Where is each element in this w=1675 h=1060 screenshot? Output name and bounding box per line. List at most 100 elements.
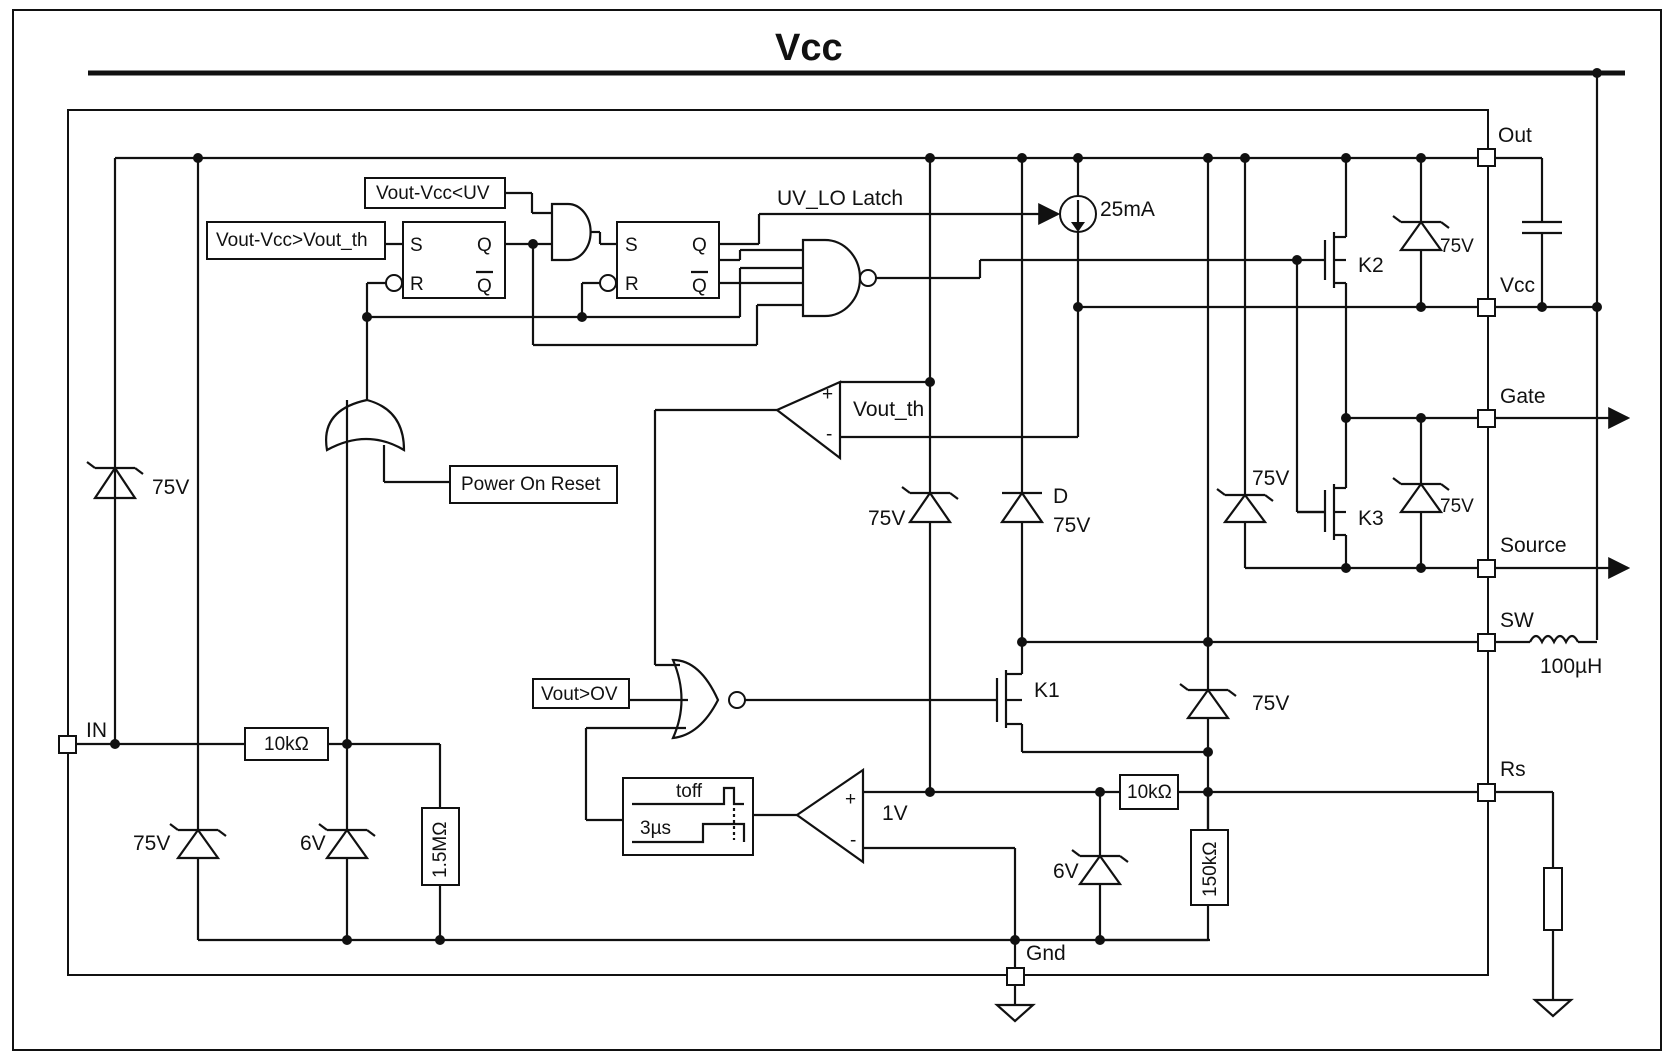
latch1-s: S: [410, 235, 423, 256]
zener-out: [1216, 488, 1274, 524]
zener-6v-a: [318, 823, 376, 860]
vcc-title: Vcc: [775, 27, 843, 69]
latch2-r-bubble: [599, 274, 617, 292]
vcc-pin-label: Vcc: [1500, 274, 1535, 297]
r-rs: [1119, 774, 1179, 810]
r-rs-label: 10kΩ: [1127, 782, 1172, 803]
uv-cond-box: [364, 177, 506, 209]
nor-bubble: [728, 691, 746, 709]
gnd-pin-label: Gnd: [1026, 942, 1066, 965]
zener-out-label: 75V: [1252, 467, 1289, 490]
gate-pin-label: Gate: [1500, 385, 1546, 408]
zener-k3: [1392, 477, 1450, 514]
comp-1v-minus: -: [850, 830, 856, 851]
k2-label: K2: [1358, 254, 1384, 277]
outer-frame: [12, 9, 1662, 1051]
diode-d: [999, 491, 1045, 524]
por-label: Power On Reset: [461, 474, 601, 495]
k1-label: K1: [1034, 679, 1060, 702]
latch1-qn: Q: [477, 276, 492, 297]
junction: [110, 739, 120, 749]
zener-6v-b-label: 6V: [1053, 860, 1079, 883]
diode-d-label: D: [1053, 485, 1068, 508]
timer-3us: 3µs: [640, 818, 671, 839]
rs-pin-label: Rs: [1500, 758, 1526, 781]
ov-cond-label: Vout>OV: [541, 684, 618, 705]
diode-d-volt: 75V: [1053, 514, 1090, 537]
latch1-r-bubble: [385, 274, 403, 292]
zener-6v-a-label: 6V: [300, 832, 326, 855]
r-150k-label: 150kΩ: [1200, 842, 1221, 897]
junction: [1537, 302, 1547, 312]
gate-pin: [1477, 409, 1496, 428]
gnd-symbol: [994, 1003, 1036, 1023]
latch2-qn: Q: [692, 276, 707, 297]
zener-6v-b: [1071, 849, 1129, 886]
vcc-pin: [1477, 298, 1496, 317]
nor-gate: [671, 658, 720, 740]
latch-1: [402, 221, 506, 299]
comp-th-plus: +: [822, 384, 833, 405]
ov-cond-box: [532, 678, 630, 709]
zener-mid: [901, 486, 959, 524]
latch-2: [616, 221, 720, 299]
por-box: [449, 465, 618, 504]
latch1-q: Q: [477, 235, 492, 256]
in-pin: [58, 735, 77, 754]
latch1-r: R: [410, 274, 424, 295]
gnd-symbol: [1532, 998, 1574, 1018]
zener-left-label: 75V: [133, 832, 170, 855]
sw-pin-label: SW: [1500, 609, 1534, 632]
nand-bubble: [859, 269, 877, 287]
junction: [1592, 68, 1602, 78]
latch2-r: R: [625, 274, 639, 295]
latch2-s: S: [625, 235, 638, 256]
latch2-q: Q: [692, 235, 707, 256]
zener-in: [86, 461, 144, 500]
timer-wave-bottom: [632, 822, 746, 844]
zener-mid-label: 75V: [868, 507, 905, 530]
cs-label: 25mA: [1100, 198, 1155, 221]
comp-1v-plus: +: [845, 789, 856, 810]
comp-1v-label: 1V: [882, 802, 908, 825]
th-cond-box: [206, 221, 386, 260]
junction: [1592, 302, 1602, 312]
sw-pin: [1477, 633, 1496, 652]
out-pin-label: Out: [1498, 124, 1532, 147]
zener-left: [169, 823, 227, 860]
r-1m5: [421, 807, 460, 886]
source-pin-label: Source: [1500, 534, 1567, 557]
in-pin-label: IN: [86, 719, 107, 742]
nand-gate: [801, 238, 862, 318]
source-pin: [1477, 559, 1496, 578]
or-gate-por: [325, 398, 406, 452]
timer-toff: toff: [676, 781, 703, 802]
zener-in-label: 75V: [152, 476, 189, 499]
junction: [577, 312, 587, 322]
comp-th-minus: -: [826, 424, 832, 445]
timer-wave-top: [632, 786, 744, 806]
gnd-pin: [1006, 967, 1025, 986]
zener-k2-label: 75V: [1440, 236, 1474, 257]
k3-label: K3: [1358, 507, 1384, 530]
zener-sw-label: 75V: [1252, 692, 1289, 715]
ic-body: [67, 109, 1489, 976]
out-pin: [1477, 148, 1496, 167]
th-cond-label: Vout-Vcc>Vout_th: [216, 230, 368, 251]
junction: [925, 787, 935, 797]
and-gate: [550, 202, 592, 262]
zener-k3-label: 75V: [1440, 496, 1474, 517]
uvlo-label: UV_LO Latch: [777, 187, 903, 210]
rs-resistor: [1543, 867, 1563, 931]
cs-arrowhead: [1071, 222, 1085, 232]
rs-pin: [1477, 783, 1496, 802]
inductor-label: 100µH: [1540, 655, 1602, 678]
comp-th-label: Vout_th: [853, 398, 924, 421]
uv-cond-label: Vout-Vcc<UV: [376, 183, 490, 204]
comparator-1v: [795, 767, 865, 865]
zener-sw: [1179, 683, 1237, 720]
junction: [1203, 747, 1213, 757]
zener-k2: [1392, 215, 1450, 252]
r-150k: [1190, 829, 1229, 906]
